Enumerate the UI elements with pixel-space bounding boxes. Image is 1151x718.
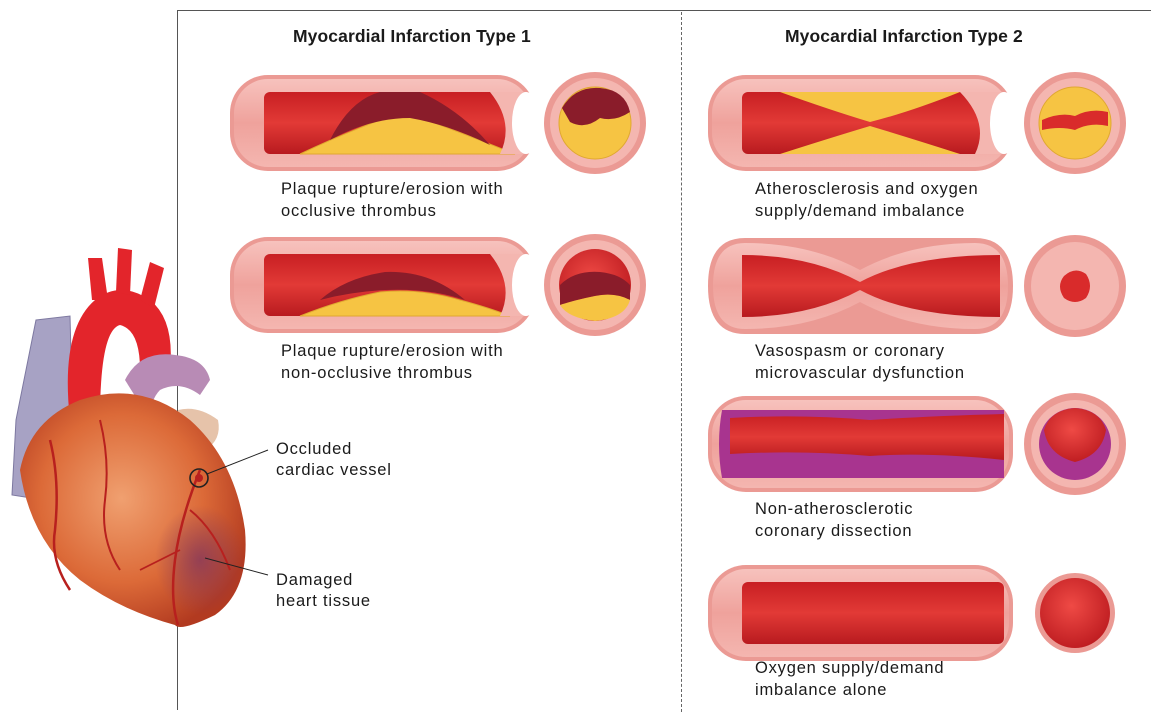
caption-line: supply/demand imbalance <box>755 200 979 222</box>
t2-vasospasm-caption: Vasospasm or coronary microvascular dysf… <box>755 340 965 384</box>
type1-title: Myocardial Infarction Type 1 <box>293 26 531 47</box>
t2-dissection-cross-section <box>1024 393 1126 495</box>
caption-line: Plaque rupture/erosion with <box>281 178 503 200</box>
caption-line: occlusive thrombus <box>281 200 503 222</box>
type2-title: Myocardial Infarction Type 2 <box>785 26 1023 47</box>
t2-imbalance-vessel <box>708 565 1013 661</box>
caption-line: Vasospasm or coronary <box>755 340 965 362</box>
caption-line: Plaque rupture/erosion with <box>281 340 503 362</box>
t2-dissection-caption: Non-atherosclerotic coronary dissection <box>755 498 913 542</box>
occluded-vessel-callout: Occluded cardiac vessel <box>276 439 392 481</box>
t2-dissection-vessel <box>708 396 1013 492</box>
t2-imbalance-cross-section <box>1035 573 1115 653</box>
caption-line: Atherosclerosis and oxygen <box>755 178 979 200</box>
t1-nonocclusive-vessel <box>230 237 540 333</box>
t2-vasospasm-vessel <box>708 238 1013 334</box>
t1-occlusive-caption: Plaque rupture/erosion with occlusive th… <box>281 178 503 222</box>
t2-atherosclerosis-vessel <box>708 75 1018 171</box>
t1-nonocclusive-cross-section <box>544 234 646 336</box>
caption-line: Oxygen supply/demand <box>755 657 944 679</box>
t1-occlusive-vessel <box>230 75 540 171</box>
t2-atherosclerosis-cross-section <box>1024 72 1126 174</box>
t2-imbalance-caption: Oxygen supply/demand imbalance alone <box>755 657 944 701</box>
damaged-tissue-callout: Damaged heart tissue <box>276 570 371 612</box>
heart-illustration <box>12 248 268 627</box>
t1-occlusive-cross-section <box>544 72 646 174</box>
t1-nonocclusive-caption: Plaque rupture/erosion with non-occlusiv… <box>281 340 503 384</box>
caption-line: imbalance alone <box>755 679 944 701</box>
t2-vasospasm-cross-section <box>1024 235 1126 337</box>
callout-line: Occluded <box>276 439 392 460</box>
t2-atherosclerosis-caption: Atherosclerosis and oxygen supply/demand… <box>755 178 979 222</box>
caption-line: non-occlusive thrombus <box>281 362 503 384</box>
callout-line: cardiac vessel <box>276 460 392 481</box>
caption-line: microvascular dysfunction <box>755 362 965 384</box>
caption-line: coronary dissection <box>755 520 913 542</box>
callout-line: heart tissue <box>276 591 371 612</box>
caption-line: Non-atherosclerotic <box>755 498 913 520</box>
callout-line: Damaged <box>276 570 371 591</box>
